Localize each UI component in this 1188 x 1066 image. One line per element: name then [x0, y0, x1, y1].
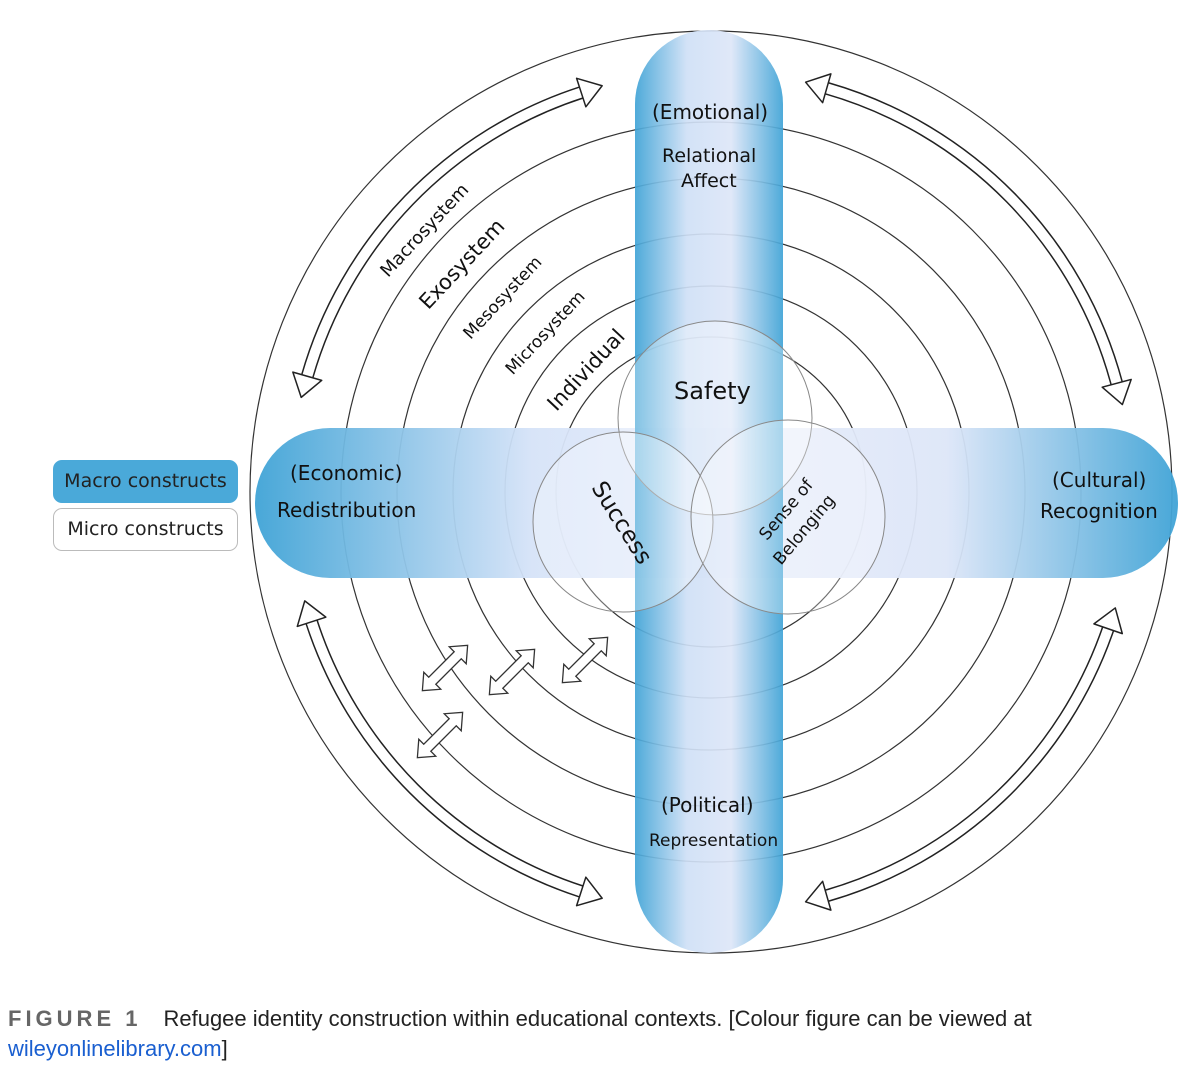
safety-label: Safety	[674, 377, 751, 405]
legend-macro-constructs: Macro constructs	[53, 460, 238, 503]
figure-number: FIGURE 1	[8, 1006, 142, 1031]
arrow-head	[292, 371, 323, 399]
political-label: (Political)	[661, 793, 754, 817]
identity-diagram	[249, 30, 1178, 954]
caption-end: ]	[221, 1036, 228, 1061]
wiley-link[interactable]: wileyonlinelibrary.com	[8, 1036, 222, 1061]
arrow-head	[1093, 607, 1124, 635]
bidirectional-arc-arrows	[292, 73, 1132, 911]
arc-arrow-shaft-inner	[825, 83, 1122, 385]
emotional-label: (Emotional)	[652, 100, 769, 124]
arc-arrow-shaft	[824, 82, 1123, 385]
small-double-arrows	[416, 636, 609, 759]
double-arrow-icon	[561, 636, 609, 684]
arc-arrow-shaft	[824, 626, 1115, 902]
arrow-head	[1101, 378, 1132, 406]
arc-arrow-shaft-inner	[306, 620, 583, 897]
arrow-head	[575, 876, 603, 907]
redistribution-label: Redistribution	[277, 498, 417, 522]
recognition-label: Recognition	[1040, 499, 1158, 523]
double-arrow-shape	[421, 644, 469, 692]
economic-label: (Economic)	[290, 461, 403, 485]
representation-label: Representation	[649, 831, 779, 851]
figure-caption: FIGURE 1 Refugee identity construction wi…	[8, 1004, 1183, 1064]
venn-circle-success	[532, 431, 714, 613]
arc-arrow-shaft-inner	[302, 87, 583, 378]
venn-circle-belonging	[690, 419, 886, 615]
arrow-head	[804, 880, 832, 911]
double-arrow-icon	[488, 648, 536, 696]
arrow-head	[296, 600, 327, 628]
legend-micro-constructs: Micro constructs	[53, 508, 238, 551]
double-arrow-shape	[488, 648, 536, 696]
caption-text: Refugee identity construction within edu…	[163, 1006, 1032, 1031]
vertical-bar	[635, 30, 783, 953]
affect-label: Affect	[681, 170, 737, 192]
relational-label: Relational	[662, 145, 757, 167]
double-arrow-icon	[421, 644, 469, 692]
double-arrow-icon	[416, 711, 464, 759]
double-arrow-shape	[561, 636, 609, 684]
venn-circle-safety	[617, 320, 813, 516]
double-arrow-shape	[416, 711, 464, 759]
arrow-head	[575, 77, 603, 108]
arrow-head	[804, 73, 832, 104]
cultural-label: (Cultural)	[1052, 468, 1147, 492]
arc-arrow-shaft-inner	[825, 627, 1113, 901]
